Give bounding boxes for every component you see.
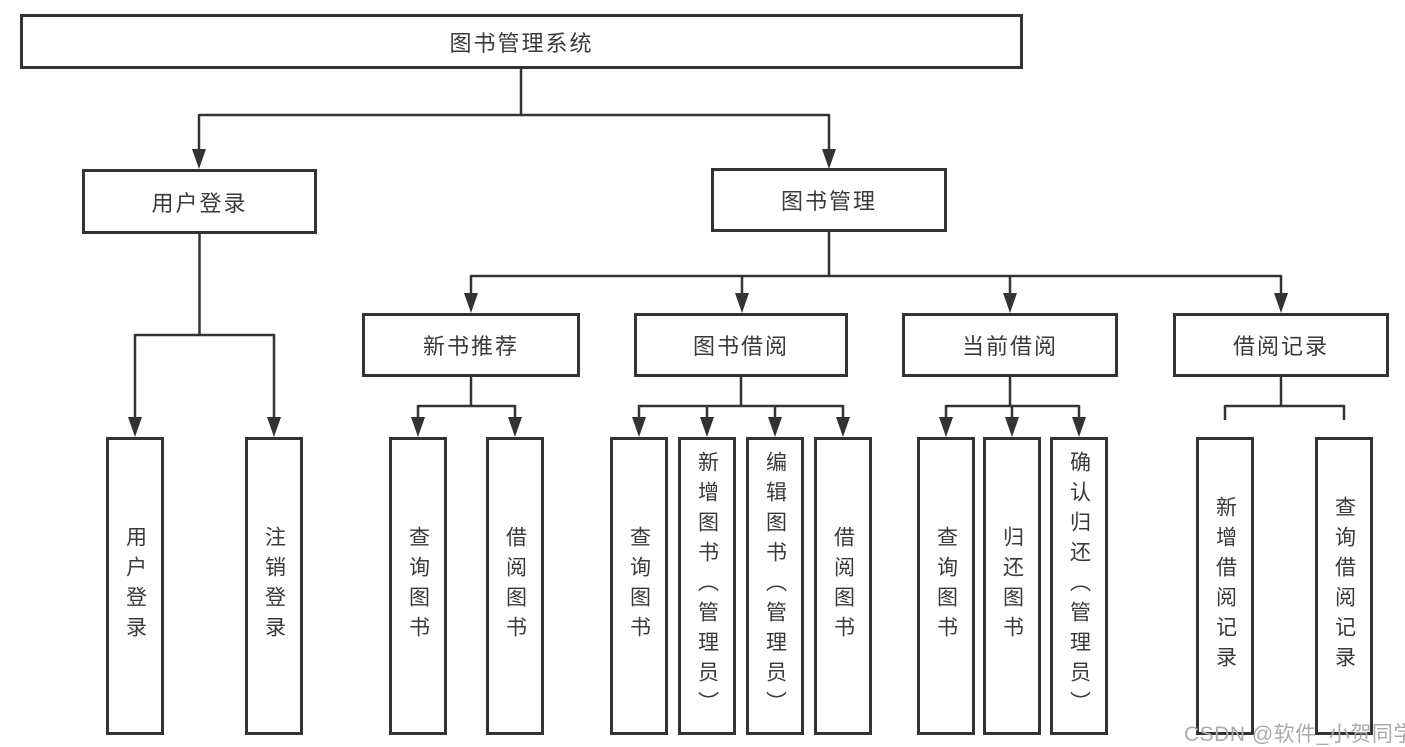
node-label: 新书推荐	[422, 334, 519, 359]
leaf-label: 新增借阅记录	[1213, 496, 1237, 676]
leaf-query-books-recommend: 查询图书	[389, 437, 447, 735]
node-book-management: 图书管理	[711, 168, 947, 232]
leaf-return-book: 归还图书	[983, 437, 1041, 735]
leaf-label: 查询图书	[406, 526, 430, 646]
node-user-login: 用户登录	[82, 169, 317, 234]
leaf-query-books-current: 查询图书	[917, 437, 975, 735]
leaf-query-books-borrow: 查询图书	[610, 437, 668, 735]
leaf-label: 归还图书	[1000, 526, 1024, 646]
leaf-label: 借阅图书	[831, 526, 855, 646]
leaf-label: 查询图书	[627, 526, 651, 646]
node-book-borrow: 图书借阅	[634, 313, 848, 377]
leaf-label: 注销登录	[262, 526, 286, 646]
node-new-book-recommend: 新书推荐	[362, 313, 580, 377]
leaf-label: 查询借阅记录	[1332, 496, 1356, 676]
leaf-label: 确认归还（管理员）	[1067, 451, 1091, 721]
node-label: 用户登录	[151, 190, 248, 216]
leaf-label: 借阅图书	[503, 526, 527, 646]
leaf-borrow-books: 借阅图书	[814, 437, 872, 735]
leaf-user-login: 用户登录	[106, 437, 164, 735]
leaf-label: 编辑图书（管理员）	[763, 451, 787, 721]
leaf-add-borrow-record: 新增借阅记录	[1196, 437, 1254, 735]
leaf-add-book-admin: 新增图书（管理员）	[678, 437, 736, 735]
node-borrow-records: 借阅记录	[1173, 313, 1389, 377]
node-library-management-system: 图书管理系统	[20, 14, 1023, 69]
leaf-edit-book-admin: 编辑图书（管理员）	[746, 437, 804, 735]
node-label: 图书借阅	[692, 334, 789, 359]
leaf-borrow-books-recommend: 借阅图书	[486, 437, 544, 735]
leaf-label: 新增图书（管理员）	[695, 451, 719, 721]
node-current-borrow: 当前借阅	[902, 313, 1118, 377]
node-label: 图书管理	[780, 189, 877, 214]
node-label: 图书管理系统	[449, 30, 594, 56]
node-label: 借阅记录	[1232, 334, 1329, 359]
watermark-csdn: CSDN @软件_小贺同学	[1184, 723, 1405, 746]
leaf-confirm-return-admin: 确认归还（管理员）	[1050, 437, 1108, 735]
leaf-query-borrow-record: 查询借阅记录	[1315, 437, 1373, 735]
node-label: 当前借阅	[961, 334, 1058, 359]
leaf-label: 查询图书	[934, 526, 958, 646]
leaf-logout: 注销登录	[245, 437, 303, 735]
leaf-label: 用户登录	[123, 526, 147, 646]
